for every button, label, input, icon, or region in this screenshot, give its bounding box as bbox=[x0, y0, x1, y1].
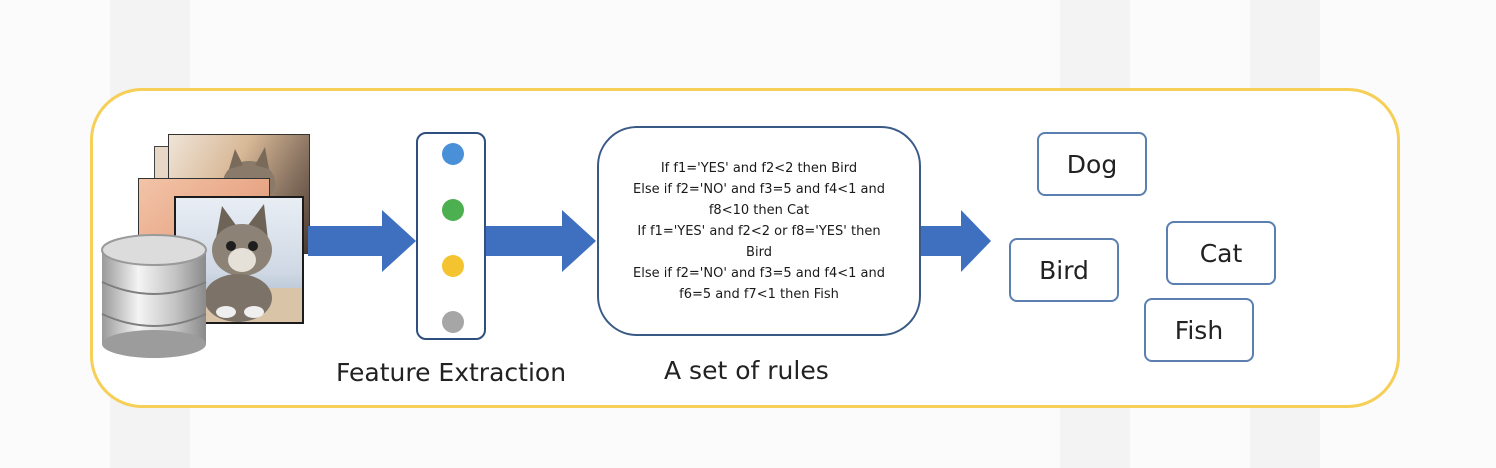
feature-dot-blue bbox=[442, 143, 464, 165]
rule-line: Else if f2='NO' and f3=5 and f4<1 and bbox=[633, 181, 885, 197]
rule-line: If f1='YES' and f2<2 or f8='YES' then bbox=[637, 223, 881, 239]
feature-dot-gray bbox=[442, 311, 464, 333]
feature-vector-box bbox=[416, 132, 486, 340]
database-icon bbox=[101, 234, 207, 358]
rule-line: If f1='YES' and f2<2 then Bird bbox=[660, 160, 858, 176]
arrow-right-icon bbox=[921, 210, 991, 272]
arrow-right-icon bbox=[308, 210, 416, 272]
class-label-fish: Fish bbox=[1144, 298, 1254, 362]
rule-line: f6=5 and f7<1 then Fish bbox=[679, 286, 839, 302]
rule-line: Else if f2='NO' and f3=5 and f4<1 and bbox=[633, 265, 885, 281]
feature-dot-green bbox=[442, 199, 464, 221]
class-label-cat: Cat bbox=[1166, 221, 1276, 285]
feature-dot-yellow bbox=[442, 255, 464, 277]
rule-line: f8<10 then Cat bbox=[708, 202, 810, 218]
rules-label: A set of rules bbox=[664, 356, 829, 385]
rules-box: If f1='YES' and f2<2 then Bird Else if f… bbox=[597, 126, 921, 336]
class-label-dog: Dog bbox=[1037, 132, 1147, 196]
feature-extraction-label: Feature Extraction bbox=[336, 358, 567, 387]
rule-line: Bird bbox=[746, 244, 772, 260]
arrow-right-icon bbox=[486, 210, 596, 272]
class-label-bird: Bird bbox=[1009, 238, 1119, 302]
